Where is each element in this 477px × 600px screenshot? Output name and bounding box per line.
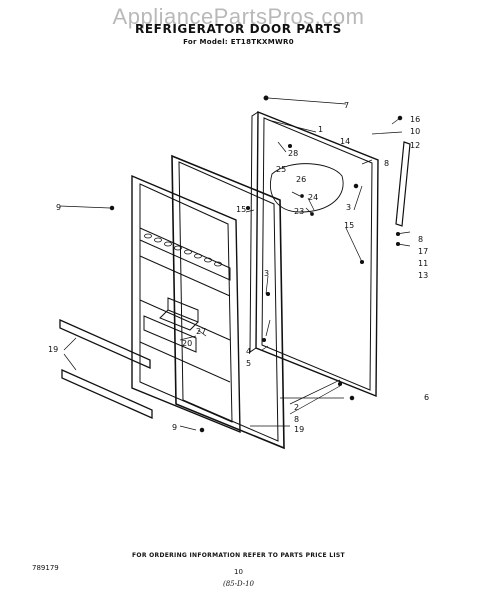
callout: 20 <box>182 339 192 348</box>
callout: 1 <box>318 125 323 134</box>
door-gasket <box>171 154 285 450</box>
callout: 7 <box>344 101 349 110</box>
callout: 8 <box>294 415 299 424</box>
outer-door-panel <box>249 110 379 398</box>
watermark: AppliancePartsPros.com <box>112 4 365 29</box>
callout: 15 <box>236 205 246 214</box>
insulation-patch <box>270 163 344 213</box>
callout: 23 <box>294 207 304 216</box>
callout: 16 <box>410 115 420 124</box>
page-number: 10 <box>234 568 243 576</box>
ordering-note: FOR ORDERING INFORMATION REFER TO PARTS … <box>132 552 345 559</box>
callout: 5 <box>246 359 251 368</box>
callout: 8 <box>384 159 389 168</box>
callout: 25 <box>276 165 286 174</box>
document-code: 789179 <box>32 564 59 572</box>
callout: 17 <box>418 247 428 256</box>
screws <box>109 95 403 433</box>
inner-door-liner <box>131 174 241 434</box>
callout: 13 <box>418 271 428 280</box>
callout: 19 <box>294 425 304 434</box>
callout: 9 <box>172 423 177 432</box>
callout: 28 <box>288 149 298 158</box>
callout: 14 <box>340 137 350 146</box>
callout: 3 <box>346 203 351 212</box>
callout: 8 <box>418 235 423 244</box>
leader-lines <box>59 97 411 431</box>
callout: 3 <box>264 269 269 278</box>
callout: 6 <box>424 393 429 402</box>
callout: 11 <box>418 259 428 268</box>
callout: 27 <box>196 327 206 336</box>
callout: 24 <box>308 193 318 202</box>
callout: 12 <box>410 141 420 150</box>
callout: 26 <box>296 175 306 184</box>
model-line: For Model: ET18TKXMWR0 <box>183 38 294 46</box>
callout: 2 <box>294 403 299 412</box>
callout: 19 <box>48 345 58 354</box>
door-shelf-bars <box>59 318 153 420</box>
diagram-title: REFRIGERATOR DOOR PARTS <box>135 22 342 36</box>
hinge-strip <box>395 141 411 227</box>
callout: 10 <box>410 127 420 136</box>
handwritten-reference: (85-D-10 <box>222 580 255 588</box>
callout: 9 <box>56 203 61 212</box>
callout: 15 <box>344 221 354 230</box>
callout: 4 <box>246 347 251 356</box>
callout-labels: 7 1 14 28 8 16 10 12 25 26 24 23 3 15 15… <box>48 101 429 434</box>
